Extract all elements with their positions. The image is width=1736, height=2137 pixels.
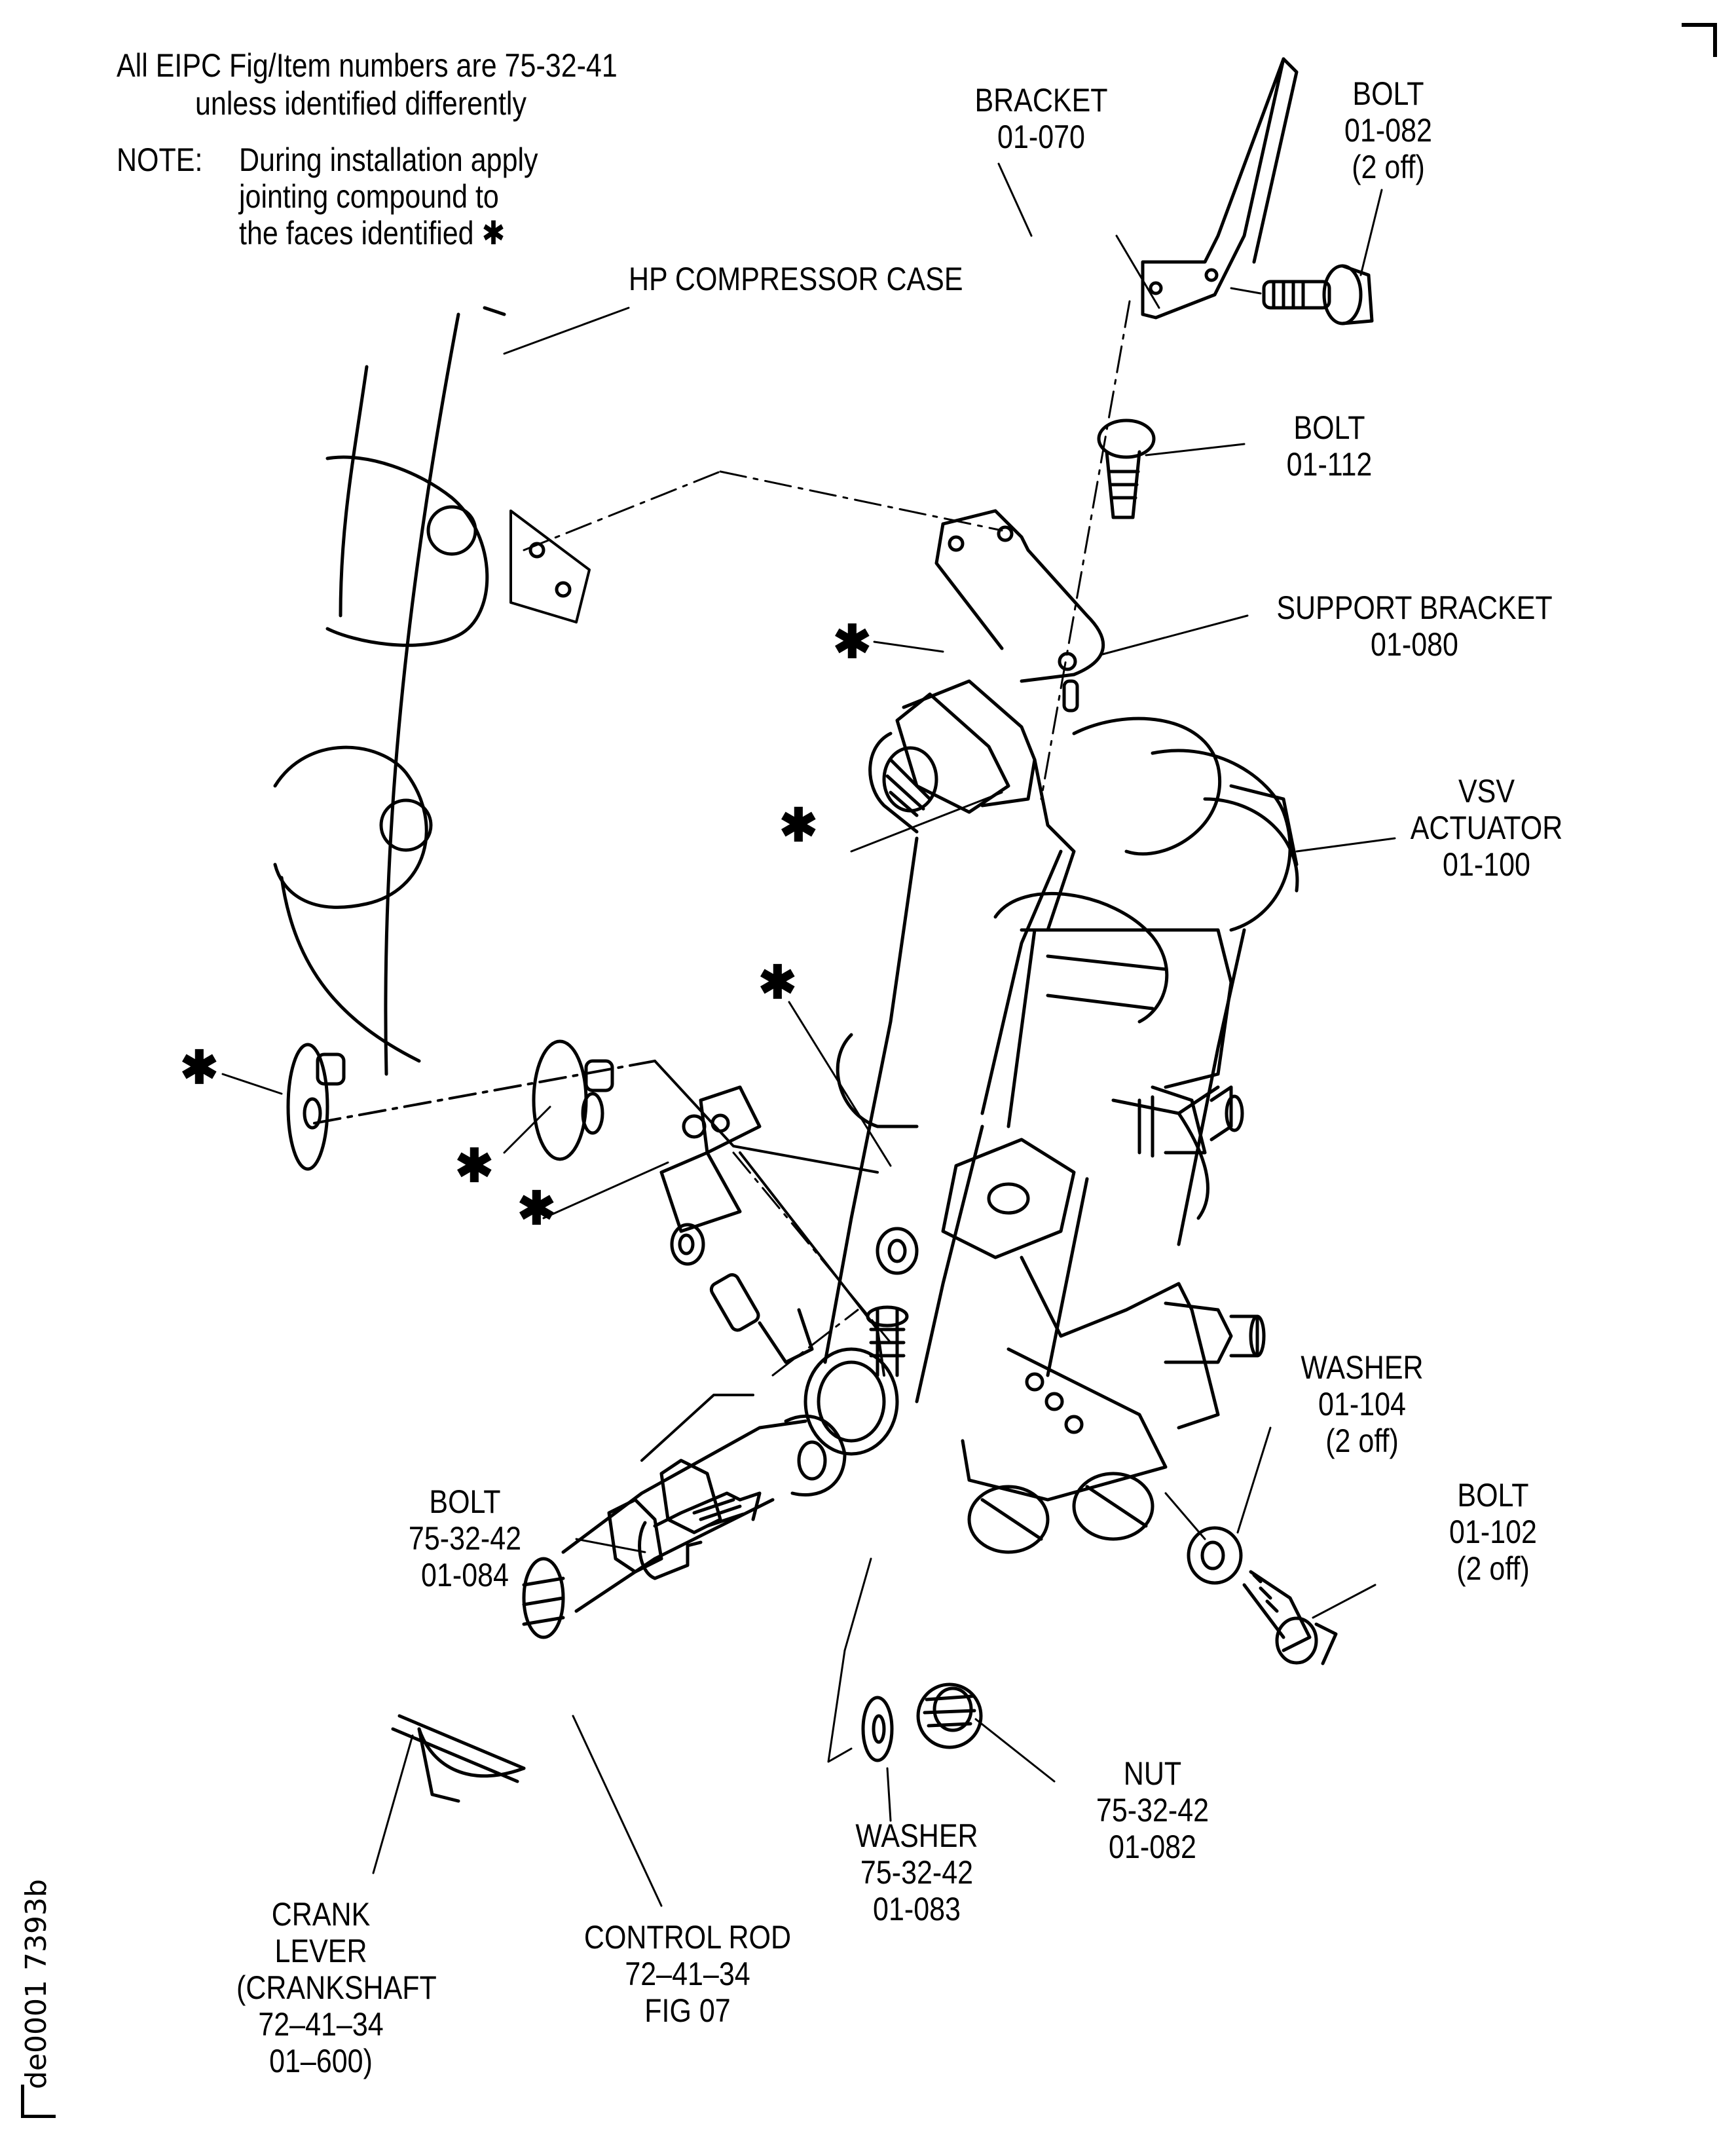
frame-corner-mark-bottom-left bbox=[21, 2085, 56, 2118]
jointing-star-support-bracket: ✱ bbox=[833, 616, 872, 667]
bolt-01-084 bbox=[575, 1491, 762, 1580]
header-note-line-2: unless identified differently bbox=[195, 85, 526, 122]
header-note-line-1: All EIPC Fig/Item numbers are 75-32-41 bbox=[117, 47, 618, 84]
bolt-01-112 bbox=[1097, 418, 1246, 519]
leader-lines bbox=[221, 162, 1396, 1907]
label-hp-compressor-case: HP COMPRESSOR CASE bbox=[629, 261, 963, 297]
electrical-connector bbox=[882, 692, 1010, 817]
lower-fittings bbox=[803, 1301, 1266, 1554]
hp-compressor-case bbox=[273, 306, 630, 1076]
jointing-star-bracket-face: ✱ bbox=[517, 1183, 556, 1234]
jointing-star-actuator-lug: ✱ bbox=[758, 957, 797, 1008]
installation-note-line-3: the faces identified ✱ bbox=[239, 215, 506, 251]
mounting-plate-cluster bbox=[286, 1039, 919, 1377]
frame-corner-mark-top-right bbox=[1682, 23, 1717, 57]
bolt-01-082 bbox=[1230, 189, 1383, 325]
installation-note-prefix: NOTE: bbox=[117, 141, 203, 178]
washer-and-bolt-right bbox=[1164, 1426, 1376, 1665]
installation-note-line-1: During installation apply bbox=[239, 141, 538, 178]
jointing-star-middle-plate: ✱ bbox=[455, 1140, 494, 1191]
document-id: de0001 7393b bbox=[20, 1879, 53, 2089]
jointing-star-actuator-pad: ✱ bbox=[779, 800, 818, 851]
pressure-fitting-right bbox=[1137, 1085, 1244, 1158]
washer-and-nut-75-32-42 bbox=[827, 1557, 1056, 1822]
vsv-actuator-body bbox=[823, 679, 1299, 1430]
jointing-star-left-plate: ✱ bbox=[180, 1042, 219, 1093]
support-bracket-01-080 bbox=[523, 470, 1249, 713]
installation-note-line-2: jointing compound to bbox=[239, 178, 499, 215]
bracket-01-070 bbox=[1040, 57, 1299, 800]
